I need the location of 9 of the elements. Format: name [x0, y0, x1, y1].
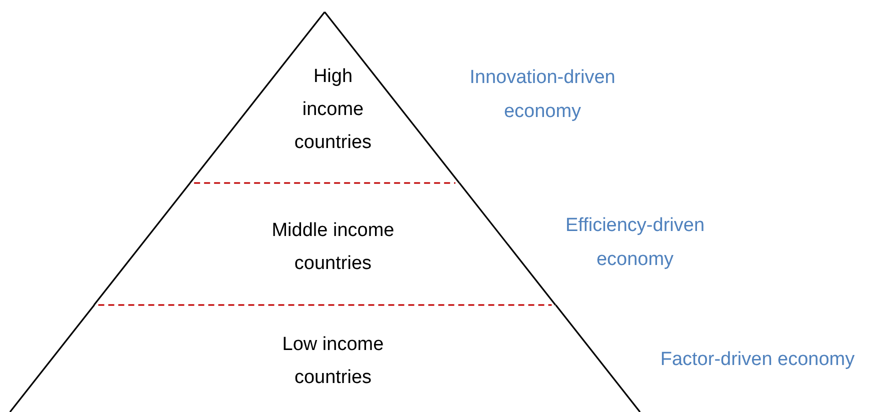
economy-label: Factor-driven economy	[659, 348, 856, 372]
economy-label: Innovation-driven economy	[468, 66, 616, 124]
pyramid-tier	[190, 12, 460, 183]
pyramid-tier	[10, 305, 640, 412]
tier-label: High income countries	[293, 65, 373, 155]
tier-label: Low income countries	[281, 333, 385, 390]
pyramid-tier	[94, 183, 556, 305]
tier-label: Middle income countries	[270, 219, 396, 276]
economy-label: Efficiency-driven economy	[564, 214, 706, 272]
